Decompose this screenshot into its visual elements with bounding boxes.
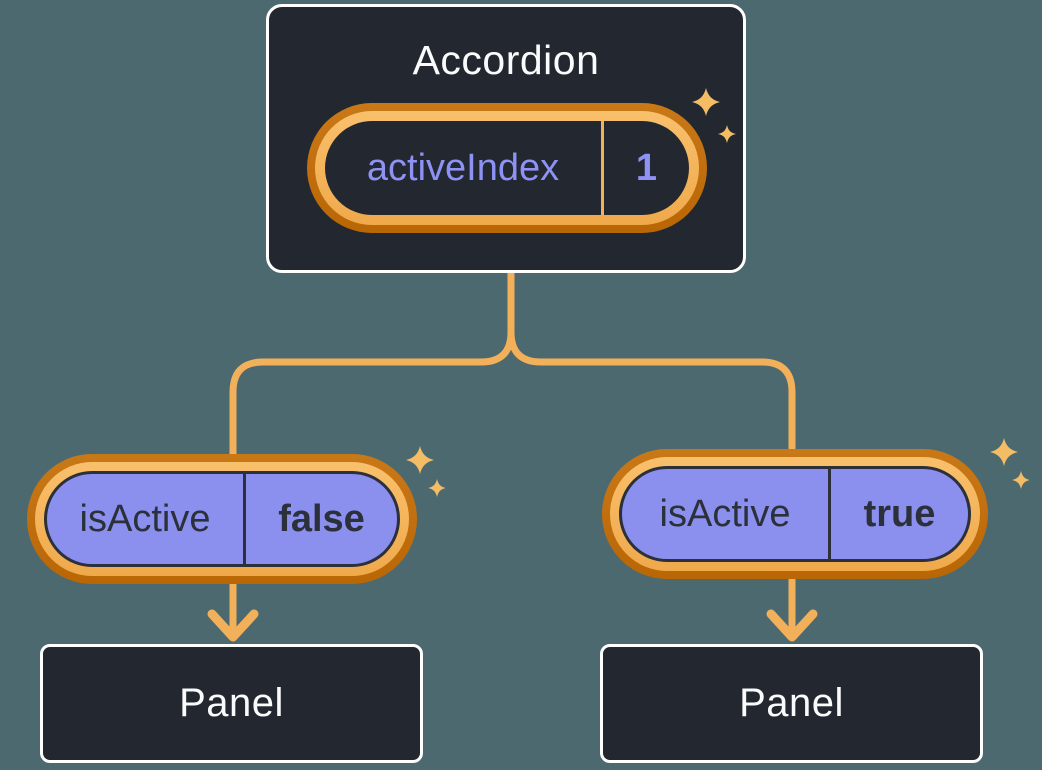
prop-pill-value: true: [863, 492, 936, 535]
prop-pill-divider: [243, 474, 246, 564]
prop-pill-isactive-true: isActive true: [602, 449, 988, 579]
state-pill: activeIndex 1: [307, 103, 707, 233]
sparkle-icon: [1012, 471, 1030, 489]
panel-node-right: Panel: [600, 644, 983, 763]
connector-right-branch: [507, 270, 796, 634]
prop-pill-value: false: [278, 497, 365, 540]
prop-pill-isactive-false: isActive false: [27, 454, 417, 584]
prop-pill-ring: isActive true: [610, 457, 980, 571]
state-pill-divider: [601, 121, 604, 215]
arrowhead-right: [766, 609, 818, 642]
accordion-title: Accordion: [412, 37, 600, 83]
prop-pill-name: isActive: [659, 492, 791, 535]
state-pill-ring: activeIndex 1: [315, 111, 699, 225]
state-pill-name: activeIndex: [366, 146, 560, 189]
panel-node-left: Panel: [40, 644, 423, 763]
state-pill-body: activeIndex 1: [325, 121, 689, 215]
prop-pill-body: isActive true: [619, 466, 971, 562]
sparkle-icon: [692, 88, 720, 116]
sparkle-icon: [718, 125, 736, 143]
sparkle-icon: [990, 438, 1018, 466]
prop-pill-divider: [828, 469, 831, 559]
sparkle-icon: [406, 446, 434, 474]
prop-pill-name: isActive: [79, 497, 211, 540]
prop-pill-body: isActive false: [44, 471, 400, 567]
prop-pill-ring: isActive false: [35, 462, 409, 576]
sparkle-icon: [428, 479, 446, 497]
arrowhead-left: [207, 609, 259, 642]
state-pill-value: 1: [635, 146, 658, 189]
